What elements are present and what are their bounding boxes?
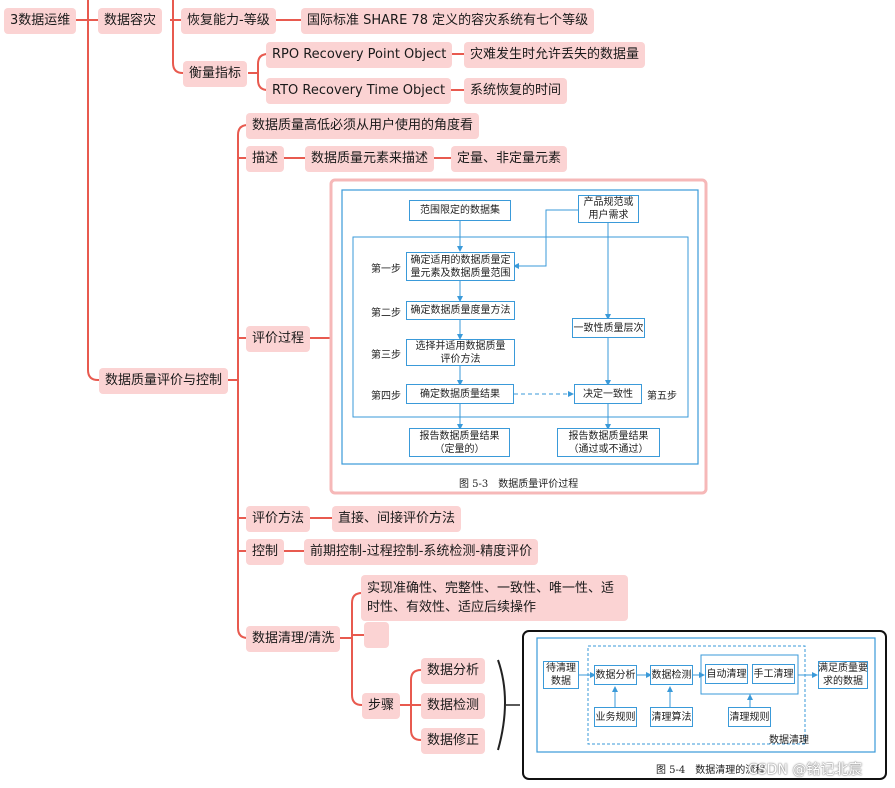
node-data-quality[interactable]: 数据质量评价与控制: [99, 368, 229, 394]
fig54-biz-rules-box: 业务规则: [594, 707, 637, 727]
node-disaster-recovery[interactable]: 数据容灾: [98, 8, 163, 34]
node-cleaning-goal[interactable]: 实现准确性、完整性、一致性、唯一性、适时性、有效性、适应后续操作: [361, 575, 628, 621]
node-share78[interactable]: 国际标准 SHARE 78 定义的容灾系统有七个等级: [301, 8, 595, 34]
fig54-caption: 图 5-4 数据清理的流程: [656, 765, 766, 776]
node-describe-elements[interactable]: 数据质量元素来描述: [305, 146, 435, 172]
node-quality-view[interactable]: 数据质量高低必须从用户使用的角度看: [246, 113, 480, 139]
fig53-step5-label: 第五步: [647, 391, 677, 402]
node-cleaning-blank[interactable]: [364, 622, 389, 648]
node-cleaning[interactable]: 数据清理/清洗: [246, 626, 341, 652]
fig54-result-box: 满足质量要 求的数据: [818, 661, 868, 689]
fig53-level-box: 一致性质量层次: [572, 318, 645, 338]
node-eval-method[interactable]: 评价方法: [246, 506, 311, 532]
fig53-step4-box: 确定数据质量结果: [406, 384, 514, 404]
node-eval-process[interactable]: 评价过程: [246, 326, 311, 352]
fig54-detect-box: 数据检测: [650, 665, 693, 685]
fig54-analysis-box: 数据分析: [594, 665, 637, 685]
fig54-manual-box: 手工清理: [752, 664, 795, 684]
node-rpo-desc[interactable]: 灾难发生时允许丢失的数据量: [464, 42, 646, 68]
node-describe[interactable]: 描述: [246, 146, 285, 172]
node-control-desc[interactable]: 前期控制-过程控制-系统检测-精度评价: [304, 539, 539, 565]
node-control[interactable]: 控制: [246, 539, 285, 565]
node-rto[interactable]: RTO Recovery Time Object: [266, 78, 452, 104]
node-steps[interactable]: 步骤: [362, 693, 401, 719]
fig54-group-label: 数据清理: [769, 735, 809, 746]
fig53-step1-box: 确定适用的数据质量定 量元素及数据质量范围: [406, 252, 515, 281]
fig54-rules-box: 清理规则: [728, 707, 771, 727]
node-step-correct[interactable]: 数据修正: [421, 728, 486, 754]
fig54-pending-box: 待清理 数据: [543, 661, 579, 689]
node-metrics[interactable]: 衡量指标: [183, 61, 248, 87]
fig53-caption: 图 5-3 数据质量评价过程: [459, 479, 579, 490]
fig54-algo-box: 清理算法: [650, 707, 693, 727]
fig53-scope-box: 范围限定的数据集: [409, 200, 511, 221]
node-rto-desc[interactable]: 系统恢复的时间: [464, 78, 568, 104]
node-data-ops[interactable]: 3数据运维: [4, 8, 77, 34]
fig53-step5-box: 决定一致性: [574, 384, 642, 404]
watermark: CSDN @铭记北宸: [748, 762, 863, 778]
fig53-product-box: 产品规范或 用户需求: [578, 195, 639, 223]
fig53-step1-label: 第一步: [371, 264, 401, 275]
node-recovery-level[interactable]: 恢复能力-等级: [181, 8, 276, 34]
fig53-report-pass: 报告数据质量结果 （通过或不通过）: [557, 428, 660, 457]
fig53-step2-label: 第二步: [371, 308, 401, 319]
node-step-detect[interactable]: 数据检测: [421, 693, 486, 719]
node-eval-method-desc[interactable]: 直接、间接评价方法: [332, 506, 462, 532]
fig53-step4-label: 第四步: [371, 391, 401, 402]
fig53-step3-box: 选择并适用数据质量 评价方法: [406, 339, 515, 366]
fig53-step3-label: 第三步: [371, 350, 401, 361]
fig53-step2-box: 确定数据质量度量方法: [406, 301, 515, 320]
node-describe-types[interactable]: 定量、非定量元素: [451, 146, 568, 172]
node-rpo[interactable]: RPO Recovery Point Object: [266, 42, 453, 68]
fig54-auto-box: 自动清理: [705, 664, 748, 684]
fig53-report-quantitative: 报告数据质量结果 （定量的）: [409, 428, 510, 457]
node-step-analysis[interactable]: 数据分析: [421, 658, 486, 684]
